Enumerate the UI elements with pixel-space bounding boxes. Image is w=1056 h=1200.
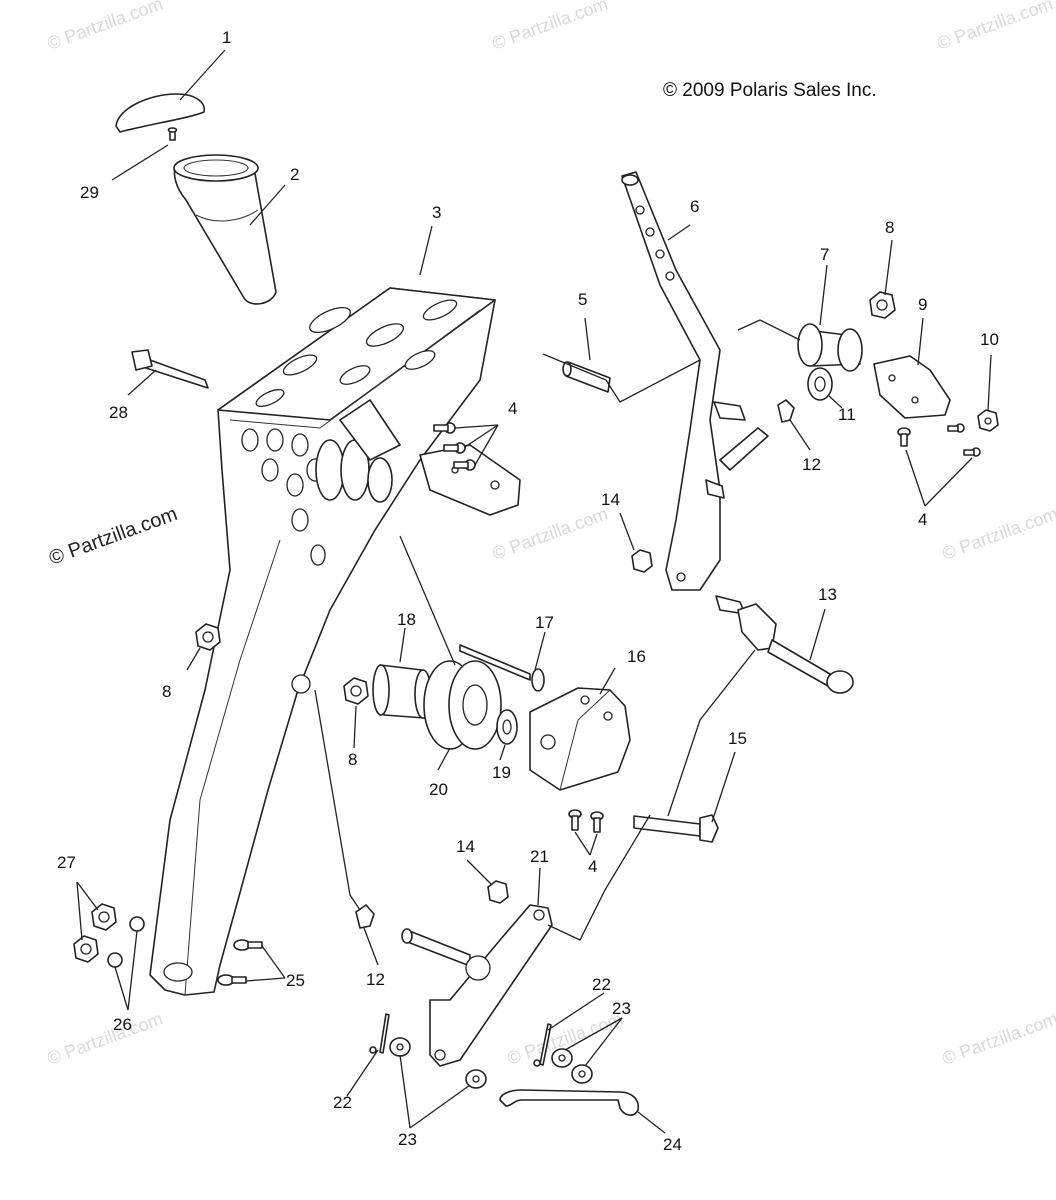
callout-23: 23: [398, 1130, 417, 1149]
callout-1: 1: [222, 28, 231, 47]
callout-18: 18: [397, 610, 416, 629]
part-22-pin-left: [369, 1013, 390, 1054]
part-2-shift-knob: [173, 154, 277, 305]
callout-19: 19: [492, 763, 511, 782]
part-23-washer: [571, 1064, 593, 1084]
part-18-bushing: [372, 664, 432, 719]
callout-2: 2: [290, 165, 299, 184]
watermark-main: © Partzilla.com: [46, 503, 180, 570]
part-14-nut-top: [631, 549, 653, 573]
callout-12: 12: [366, 970, 385, 989]
callout-12: 12: [802, 455, 821, 474]
part-5-pin: [562, 361, 611, 393]
callout-27: 27: [57, 853, 76, 872]
part-4-screws-top: [433, 422, 476, 471]
callout-21: 21: [530, 847, 549, 866]
callout-labels: 1 29 2 3 28 4 5 6 7 8 9 10 11 12 4 14 13…: [57, 28, 999, 1154]
part-8-nut-top: [869, 291, 896, 319]
callout-8: 8: [348, 750, 357, 769]
part-7-bushing: [797, 323, 863, 372]
callout-9: 9: [918, 295, 927, 314]
callout-29: 29: [80, 183, 99, 202]
part-11-washer: [807, 367, 833, 401]
part-17-bolt: [459, 644, 545, 692]
watermark: © Partzilla.com: [935, 0, 1056, 54]
callout-11: 11: [838, 405, 856, 424]
callout-28: 28: [109, 403, 128, 422]
callout-4: 4: [918, 510, 927, 529]
part-8-nut-left: [195, 623, 221, 651]
part-29-screw: [167, 127, 178, 141]
callout-6: 6: [690, 197, 699, 216]
part-24-link-rod: [499, 1089, 640, 1116]
copyright-text: © 2009 Polaris Sales Inc.: [663, 80, 877, 101]
part-12-clip-top: [777, 399, 795, 423]
callout-7: 7: [820, 245, 829, 264]
watermark: © Partzilla.com: [940, 1008, 1056, 1068]
callout-3: 3: [432, 203, 441, 222]
part-8-nut-middle: [343, 677, 369, 705]
watermark: © Partzilla.com: [45, 1008, 166, 1068]
watermark: © Partzilla.com: [490, 0, 611, 54]
part-22-pin-right: [533, 1023, 552, 1067]
callout-22: 22: [592, 975, 611, 994]
part-15-bolt: [633, 814, 719, 843]
leader-lines: [76, 49, 992, 1134]
part-14-nut-bottom: [487, 880, 509, 904]
part-21-lower-plate: [401, 904, 553, 1067]
callout-24: 24: [663, 1135, 682, 1154]
part-19-washer: [496, 709, 518, 745]
part-10-nut: [977, 409, 999, 432]
part-6-shift-arm: [621, 171, 769, 591]
part-4-screws-right: [897, 423, 981, 457]
callout-14: 14: [456, 837, 475, 856]
callout-17: 17: [535, 613, 554, 632]
callout-25: 25: [286, 971, 305, 990]
part-23-washer: [389, 1037, 411, 1057]
part-3-shifter-bracket: [149, 287, 521, 996]
callout-20: 20: [429, 780, 448, 799]
part-16-bracket: [529, 687, 631, 791]
part-20-pulley: [423, 660, 502, 750]
part-23-washer: [551, 1048, 573, 1068]
part-23-washer: [465, 1069, 487, 1089]
callout-26: 26: [113, 1015, 132, 1034]
callout-13: 13: [818, 585, 837, 604]
part-9-plate: [873, 355, 951, 419]
callout-15: 15: [728, 729, 747, 748]
watermark: © Partzilla.com: [45, 0, 166, 54]
part-27-nuts: [73, 903, 117, 963]
watermark: © Partzilla.com: [940, 503, 1056, 563]
callout-22: 22: [333, 1093, 352, 1112]
part-1-knob-cap: [115, 93, 206, 133]
callout-4: 4: [588, 857, 597, 876]
callout-14: 14: [601, 490, 620, 509]
part-4-screws-bottom: [568, 809, 604, 833]
watermark: © Partzilla.com: [490, 503, 611, 563]
part-28-long-bolt: [131, 349, 209, 389]
part-12-clip-bottom: [355, 904, 375, 929]
part-13-cable-end: [715, 595, 854, 694]
callout-10: 10: [980, 330, 999, 349]
callout-8: 8: [162, 682, 171, 701]
callout-16: 16: [627, 647, 646, 666]
callout-4: 4: [508, 399, 517, 418]
callout-5: 5: [578, 290, 587, 309]
callout-23: 23: [612, 999, 631, 1018]
callout-8: 8: [885, 218, 894, 237]
part-25-bolts: [217, 939, 263, 986]
